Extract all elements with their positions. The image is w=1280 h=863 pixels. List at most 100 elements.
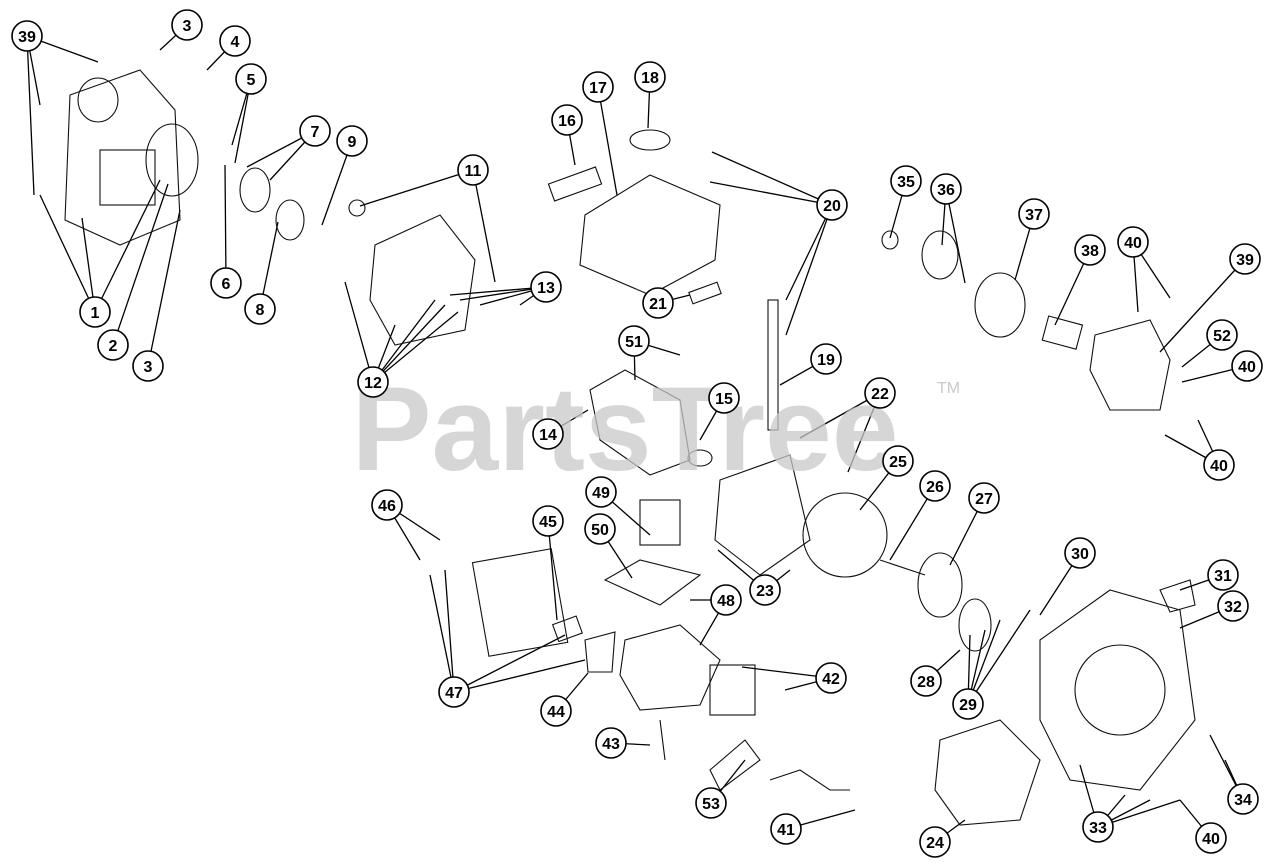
callout-number: 52	[1213, 328, 1231, 345]
callout-bubble[interactable]: 5	[235, 63, 267, 95]
callout-bubble[interactable]: 48	[710, 584, 742, 616]
leader-line	[372, 299, 436, 383]
leader-line	[1159, 258, 1246, 353]
callout-bubble[interactable]: 52	[1206, 319, 1238, 351]
cylinder-gasket-drawing	[603, 559, 702, 606]
callout-bubble[interactable]: 1	[79, 296, 111, 328]
callout-bubble[interactable]: 16	[551, 104, 583, 136]
callout-bubble[interactable]: 14	[532, 418, 564, 450]
leader-line	[597, 86, 618, 196]
callout-bubble[interactable]: 41	[770, 813, 802, 845]
callout-bubble[interactable]: 38	[1074, 234, 1106, 266]
callout-bubble[interactable]: 8	[244, 293, 276, 325]
callout-bubble[interactable]: 34	[1227, 783, 1259, 815]
callout-bubble[interactable]: 2	[97, 329, 129, 361]
callout-bubble[interactable]: 51	[618, 325, 650, 357]
callout-circle	[882, 445, 914, 477]
callout-number: 34	[1234, 792, 1252, 809]
callout-bubble[interactable]: 3	[132, 350, 164, 382]
callout-bubble[interactable]: 25	[882, 445, 914, 477]
callout-bubble[interactable]: 19	[810, 343, 842, 375]
callout-bubble[interactable]: 39	[1229, 243, 1261, 275]
callout-bubble[interactable]: 47	[438, 676, 470, 708]
callout-bubble[interactable]: 37	[1018, 198, 1050, 230]
callout-bubble[interactable]: 40	[1231, 350, 1263, 382]
callout-bubble[interactable]: 44	[540, 695, 572, 727]
callout-circle	[642, 287, 674, 319]
callout-bubble[interactable]: 45	[532, 505, 564, 537]
callout-bubble[interactable]: 24	[919, 826, 951, 858]
callout-bubble[interactable]: 53	[695, 787, 727, 819]
callout-bubble[interactable]: 15	[708, 382, 740, 414]
callout-bubble[interactable]: 46	[371, 489, 403, 521]
leader-line	[547, 520, 558, 621]
callout-bubble[interactable]: 21	[642, 287, 674, 319]
callout-bubble[interactable]: 20	[816, 189, 848, 221]
callout-bubble[interactable]: 23	[749, 574, 781, 606]
callout-circle	[952, 688, 984, 720]
callout-bubble[interactable]: 31	[1207, 559, 1239, 591]
callout-bubble[interactable]: 43	[595, 727, 627, 759]
callout-circle	[618, 325, 650, 357]
callout-number: 4	[231, 34, 240, 51]
callout-bubble[interactable]: 13	[530, 271, 562, 303]
callout-bubble[interactable]: 27	[968, 482, 1000, 514]
callout-number: 53	[702, 796, 720, 813]
muffler-bracket-drawing	[584, 631, 616, 673]
callout-bubble[interactable]: 36	[930, 173, 962, 205]
callout-bubble[interactable]: 50	[584, 513, 616, 545]
callout-bubble[interactable]: 18	[634, 61, 666, 93]
callout-number: 48	[717, 593, 735, 610]
callout-bubble[interactable]: 17	[582, 71, 614, 103]
crankcase-seal-drawing	[145, 123, 199, 197]
callout-number: 13	[537, 280, 555, 297]
diaphragm-drawing	[275, 199, 305, 241]
callout-circle	[968, 482, 1000, 514]
callout-bubble[interactable]: 22	[864, 377, 896, 409]
callout-bubble[interactable]: 39	[11, 20, 43, 52]
callout-bubble[interactable]: 40	[1203, 449, 1235, 481]
callout-bubble[interactable]: 49	[585, 476, 617, 508]
callout-circle	[97, 329, 129, 361]
part-drawings	[64, 69, 1196, 826]
throttle-linkage-drawing	[769, 769, 850, 791]
spark-arrestor-drawing	[551, 615, 583, 643]
callout-bubble[interactable]: 11	[457, 154, 489, 186]
callout-circle	[210, 267, 242, 299]
callout-circle	[864, 377, 896, 409]
callout-bubble[interactable]: 30	[1064, 537, 1096, 569]
callout-number: 49	[592, 485, 610, 502]
callout-number: 45	[539, 514, 557, 531]
callout-bubble[interactable]: 9	[336, 125, 368, 157]
callout-bubble[interactable]: 40	[1195, 822, 1227, 854]
callout-circle	[595, 727, 627, 759]
callout-circle	[336, 125, 368, 157]
leader-line	[785, 204, 833, 336]
callout-bubble[interactable]: 29	[952, 688, 984, 720]
callout-circle	[890, 165, 922, 197]
clutch-drum-drawing	[917, 552, 963, 618]
callout-bubble[interactable]: 42	[815, 662, 847, 694]
leader-line	[785, 204, 833, 301]
callout-bubble[interactable]: 40	[1117, 226, 1149, 258]
recoil-starter-drawing	[1074, 644, 1166, 736]
callout-number: 8	[256, 302, 265, 319]
callout-number: 43	[602, 736, 620, 753]
callout-bubble[interactable]: 26	[919, 470, 951, 502]
callout-bubble[interactable]: 32	[1217, 590, 1249, 622]
callout-bubble[interactable]: 12	[357, 366, 389, 398]
callout-number: 23	[756, 583, 774, 600]
callout-bubble[interactable]: 4	[219, 25, 251, 57]
cover-24-drawing	[934, 719, 1041, 826]
callout-bubble[interactable]: 3	[171, 9, 203, 41]
fuel-tank-drawing	[579, 174, 721, 296]
callout-bubble[interactable]: 33	[1082, 811, 1114, 843]
callout-number: 40	[1238, 359, 1256, 376]
callout-circle	[132, 350, 164, 382]
callout-bubble[interactable]: 7	[299, 115, 331, 147]
callout-bubble[interactable]: 28	[910, 665, 942, 697]
callout-circle	[1207, 559, 1239, 591]
callout-bubble[interactable]: 6	[210, 267, 242, 299]
callout-number: 5	[247, 72, 256, 89]
callout-bubble[interactable]: 35	[890, 165, 922, 197]
